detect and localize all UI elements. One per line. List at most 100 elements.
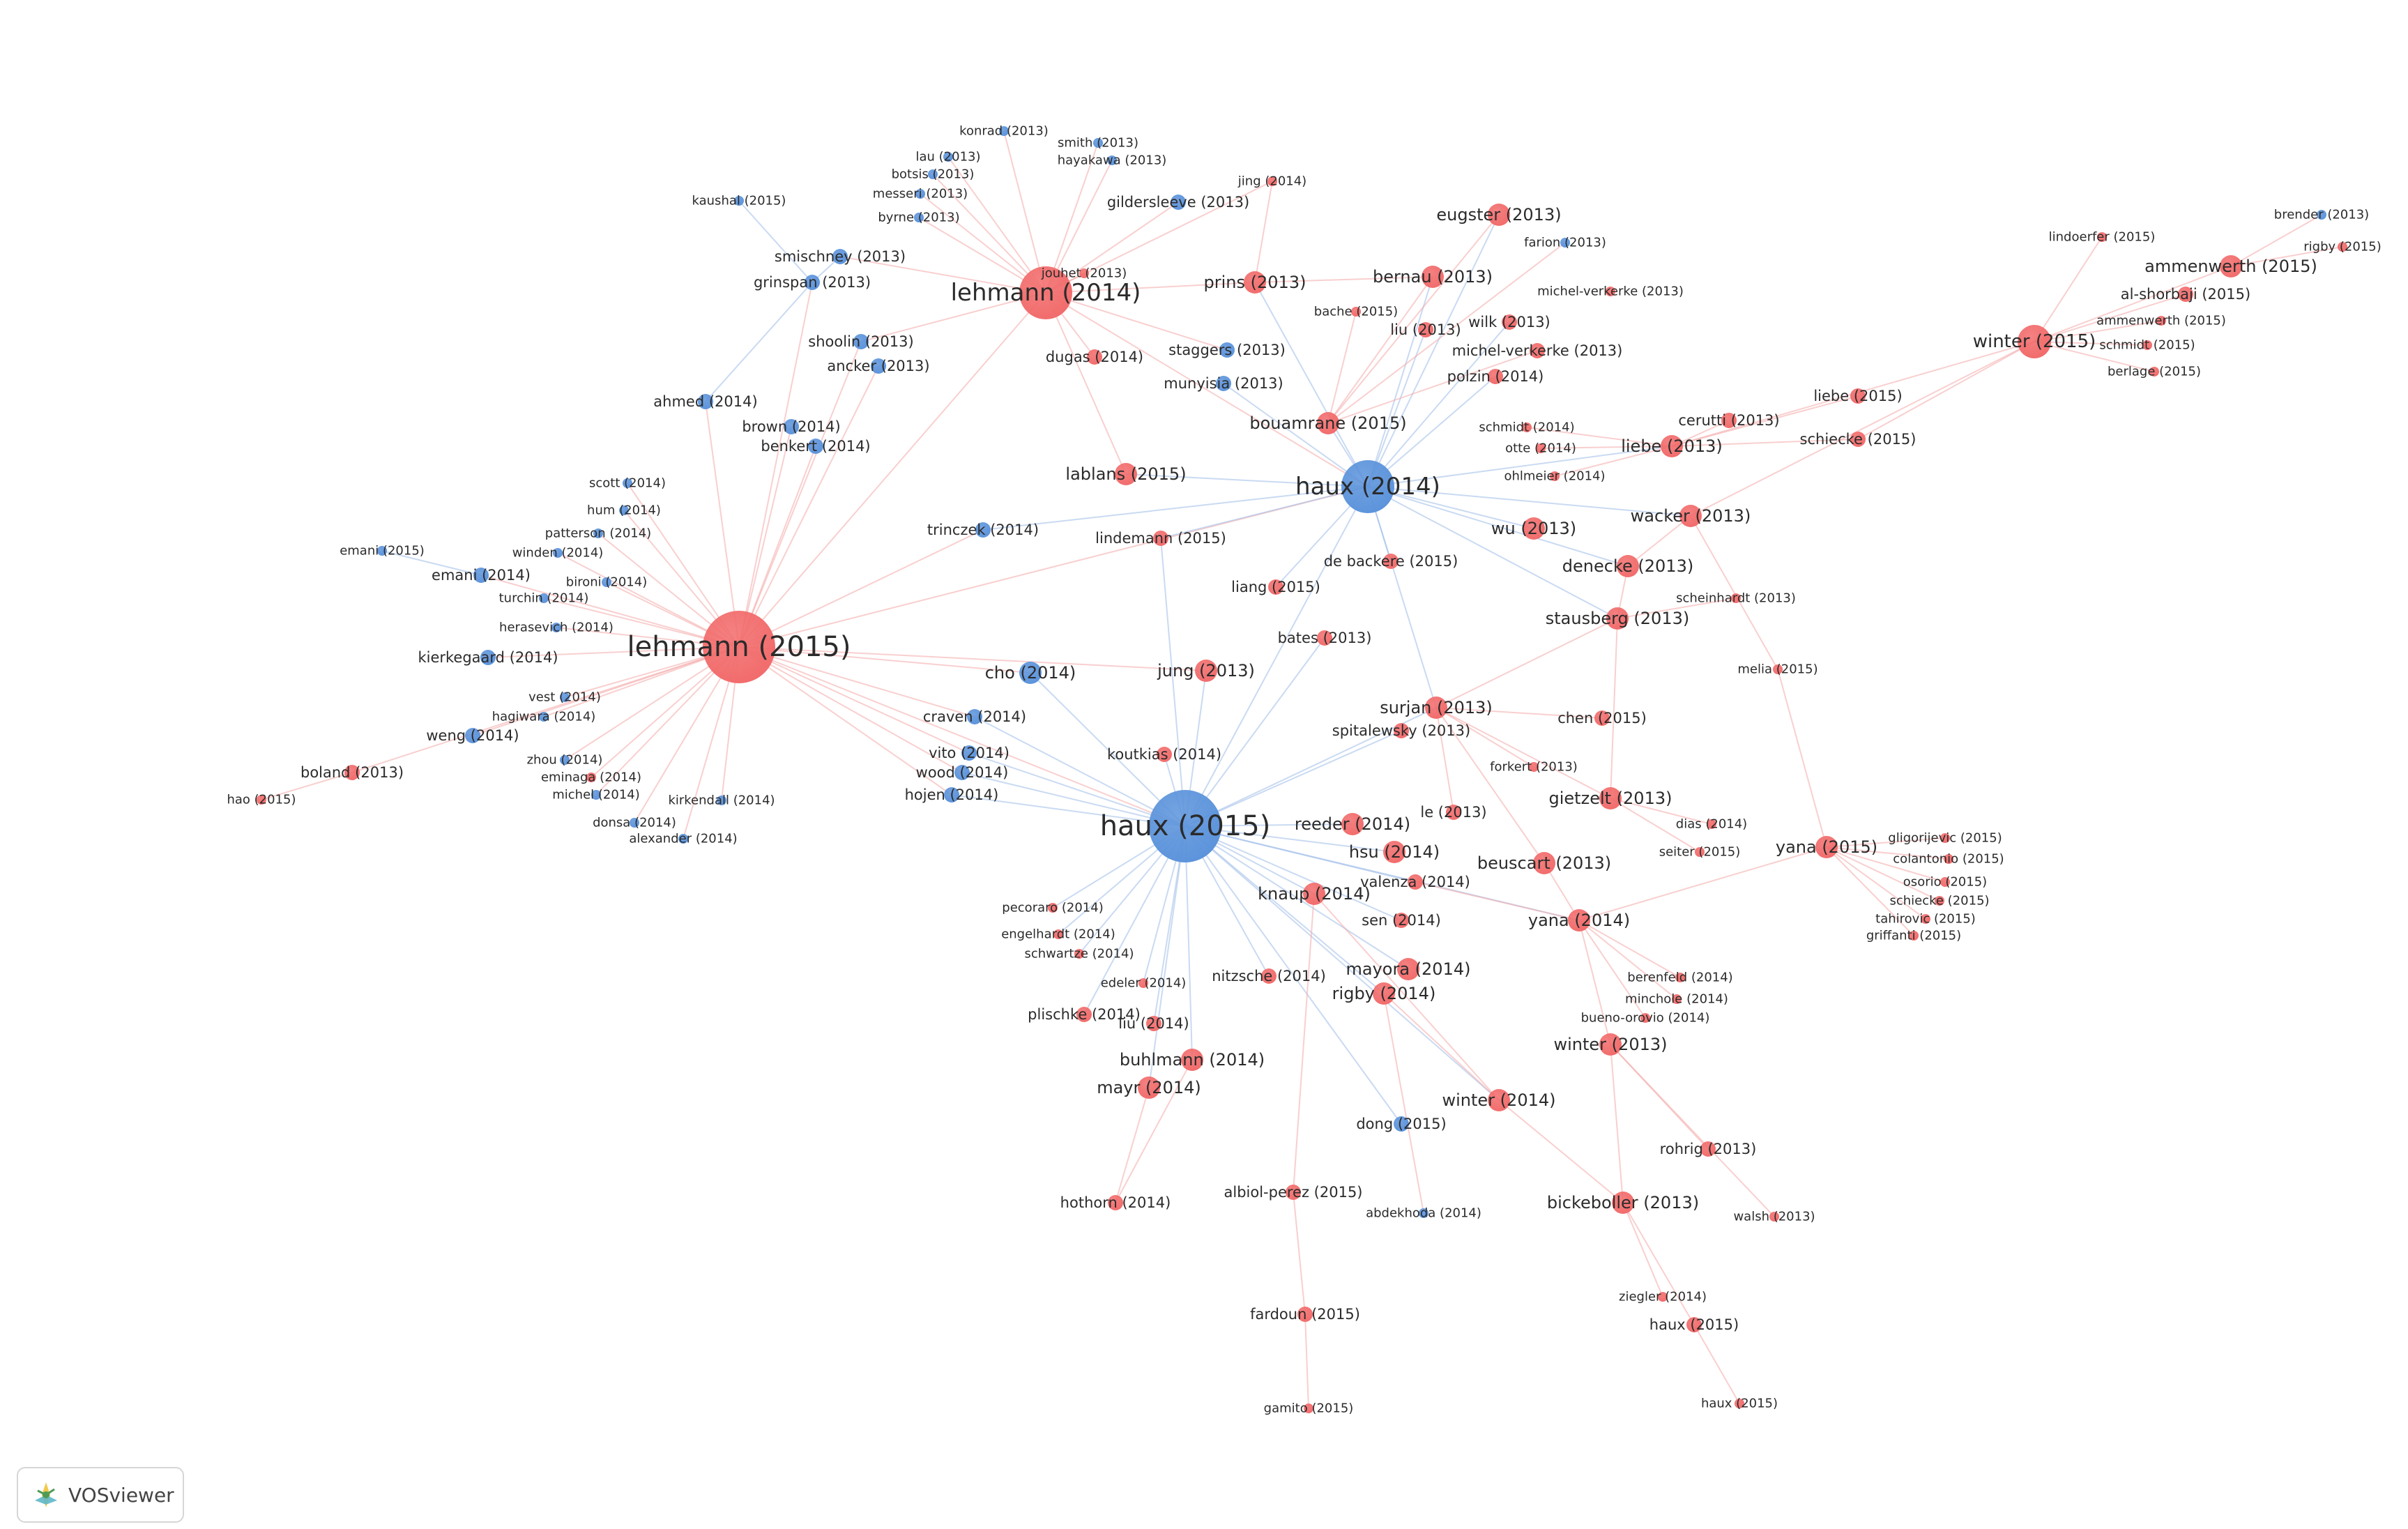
- node-gietzelt2013[interactable]: [1599, 787, 1622, 809]
- node-liebe2013[interactable]: [1661, 435, 1683, 457]
- node-griffanti2015[interactable]: [1909, 931, 1919, 941]
- node-ohlmeier2014[interactable]: [1550, 471, 1560, 481]
- node-gildersleeve2013[interactable]: [1171, 195, 1186, 210]
- node-osorio2015[interactable]: [1940, 877, 1950, 887]
- node-chen2015[interactable]: [1594, 710, 1610, 726]
- node-lablans2015[interactable]: [1115, 463, 1137, 485]
- node-rigby2014[interactable]: [1373, 982, 1395, 1005]
- node-wilk2013[interactable]: [1502, 314, 1517, 330]
- node-beuscart2013[interactable]: [1533, 852, 1555, 874]
- node-nitzsche2014[interactable]: [1261, 968, 1277, 984]
- node-debackere2015[interactable]: [1383, 554, 1399, 569]
- node-ahmed2014[interactable]: [698, 394, 713, 409]
- node-minchole2014[interactable]: [1672, 994, 1682, 1004]
- node-walsh2013[interactable]: [1769, 1212, 1779, 1222]
- node-berlage2015[interactable]: [2149, 367, 2159, 376]
- node-bernau2013[interactable]: [1422, 266, 1444, 288]
- node-sen2014[interactable]: [1394, 913, 1409, 928]
- node-liu2014[interactable]: [1146, 1016, 1161, 1031]
- node-vito2014[interactable]: [961, 745, 977, 761]
- node-rigby2015[interactable]: [2338, 242, 2347, 252]
- node-knaup2014[interactable]: [1303, 883, 1325, 905]
- node-dias2014[interactable]: [1707, 819, 1716, 829]
- node-ammenwerth2015[interactable]: [2220, 255, 2242, 277]
- node-rohrig2013[interactable]: [1700, 1141, 1716, 1157]
- node-boland2013[interactable]: [344, 765, 360, 780]
- node-gamito2015[interactable]: [1304, 1404, 1313, 1413]
- node-yana2015[interactable]: [1815, 836, 1838, 858]
- node-edeler2014[interactable]: [1138, 978, 1148, 988]
- node-bickeboller2013[interactable]: [1612, 1192, 1634, 1214]
- node-pecoraro2014[interactable]: [1048, 903, 1058, 913]
- node-polzin2014[interactable]: [1488, 369, 1503, 384]
- node-grinspan2013[interactable]: [805, 275, 820, 290]
- node-hum2014[interactable]: [619, 505, 629, 515]
- node-prins2013[interactable]: [1244, 271, 1266, 294]
- node-munyisia2013[interactable]: [1216, 376, 1231, 391]
- node-schmidt2014[interactable]: [1522, 423, 1532, 432]
- node-hojen2014[interactable]: [944, 787, 959, 802]
- node-cho2014[interactable]: [1019, 662, 1042, 684]
- node-le2013[interactable]: [1446, 805, 1461, 820]
- node-hsu2014[interactable]: [1383, 841, 1405, 863]
- node-hagiwara2014[interactable]: [539, 712, 549, 722]
- node-koutkias2014[interactable]: [1157, 747, 1172, 762]
- node-berenfeld2014[interactable]: [1675, 973, 1685, 982]
- node-michelverkerke2013b[interactable]: [1606, 287, 1615, 296]
- node-wu2013[interactable]: [1523, 517, 1545, 540]
- node-albiolperez2015[interactable]: [1286, 1185, 1301, 1200]
- node-valenza2014[interactable]: [1408, 874, 1423, 890]
- node-smith2013[interactable]: [1093, 138, 1103, 148]
- node-schiecke2015b[interactable]: [1935, 896, 1944, 906]
- node-michelverkerke2013[interactable]: [1530, 343, 1545, 358]
- node-winter2014[interactable]: [1488, 1089, 1510, 1111]
- node-byrne2013[interactable]: [914, 213, 924, 222]
- node-haux2015b[interactable]: [1686, 1317, 1702, 1332]
- node-vest2014[interactable]: [560, 692, 570, 702]
- node-dugas2014[interactable]: [1087, 349, 1102, 365]
- node-donsa2014[interactable]: [630, 818, 639, 828]
- node-lindoerfer2015[interactable]: [2097, 232, 2107, 242]
- node-herasevich2014[interactable]: [551, 623, 561, 632]
- node-ziegler2014[interactable]: [1658, 1292, 1668, 1302]
- node-spitalewsky2013[interactable]: [1394, 723, 1409, 738]
- node-craven2014[interactable]: [967, 709, 982, 724]
- node-wood2014[interactable]: [954, 765, 970, 780]
- node-scott2014[interactable]: [623, 478, 632, 488]
- node-shoolin2013[interactable]: [853, 334, 869, 349]
- node-engelhardt2014[interactable]: [1053, 929, 1063, 939]
- node-haux2015c[interactable]: [1735, 1399, 1744, 1408]
- node-lehmann2015[interactable]: [703, 611, 775, 683]
- node-eminaga2014[interactable]: [586, 773, 596, 782]
- node-winden2014[interactable]: [553, 548, 563, 558]
- node-mayr2014[interactable]: [1138, 1077, 1160, 1099]
- node-winter2013[interactable]: [1599, 1033, 1622, 1056]
- node-mayora2014[interactable]: [1397, 958, 1419, 980]
- node-alexander2014[interactable]: [678, 834, 688, 844]
- node-lindemann2015[interactable]: [1153, 531, 1168, 546]
- node-surjan2013[interactable]: [1425, 697, 1447, 719]
- node-plischke2014[interactable]: [1076, 1007, 1092, 1022]
- node-emani2015[interactable]: [377, 546, 387, 556]
- node-colantonio2015[interactable]: [1944, 854, 1953, 864]
- node-patterson2014[interactable]: [593, 528, 603, 538]
- node-turchin2014[interactable]: [539, 593, 549, 603]
- node-schwartze2014[interactable]: [1074, 949, 1084, 959]
- node-eugster2013[interactable]: [1488, 204, 1510, 226]
- node-staggers2013[interactable]: [1219, 342, 1235, 358]
- node-liang2015[interactable]: [1268, 579, 1283, 595]
- node-bates2013[interactable]: [1317, 630, 1332, 646]
- node-botsis2013[interactable]: [928, 169, 938, 179]
- node-stausberg2013[interactable]: [1606, 607, 1629, 630]
- node-fardoun2015[interactable]: [1297, 1307, 1313, 1322]
- node-michel2014[interactable]: [591, 790, 601, 800]
- node-schmidt2015[interactable]: [2142, 340, 2152, 350]
- node-liu2013[interactable]: [1418, 322, 1433, 337]
- node-brender2013[interactable]: [2317, 210, 2326, 220]
- node-hayakawa2013[interactable]: [1107, 155, 1117, 165]
- node-alshorbaji2015[interactable]: [2178, 287, 2193, 302]
- node-cerutti2013[interactable]: [1721, 413, 1737, 428]
- node-ammenwerth2015b[interactable]: [2156, 316, 2166, 326]
- node-otte2014[interactable]: [1536, 443, 1546, 453]
